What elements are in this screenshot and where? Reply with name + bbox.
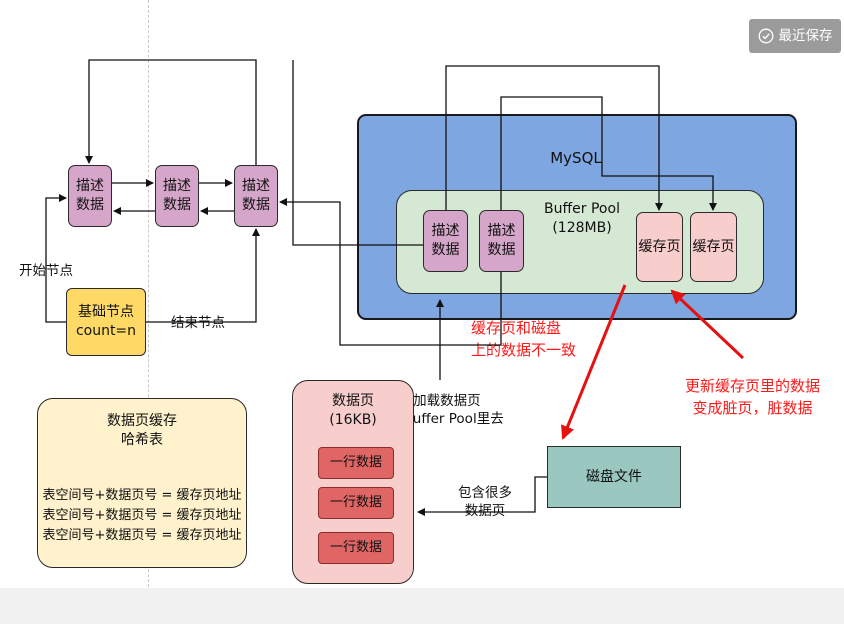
desc-node-2: 描述数据 xyxy=(155,165,199,227)
data-row-2: 一行数据 xyxy=(318,487,394,519)
hash-table-entries: 表空间号+数据页号 = 缓存页地址 表空间号+数据页号 = 缓存页地址 表空间号… xyxy=(37,486,247,546)
desc-text-line1: 描述 xyxy=(242,178,270,195)
desc-block-pool-2: 描述数据 xyxy=(479,210,524,272)
end-node-label: 结束节点 xyxy=(171,314,225,333)
hash-entry: 表空间号+数据页号 = 缓存页地址 xyxy=(42,488,242,503)
hash-title-line2: 哈希表 xyxy=(121,431,163,448)
disk-file-box: 磁盘文件 xyxy=(547,446,681,508)
desc-text-line1: 描述 xyxy=(76,178,104,195)
desc-text-line2: 数据 xyxy=(163,197,191,213)
hash-entry: 表空间号+数据页号 = 缓存页地址 xyxy=(42,508,242,524)
dashed-guide-line xyxy=(148,0,149,612)
inconsistent-line1: 缓存页和磁盘 xyxy=(471,319,562,337)
desc-text-line2: 数据 xyxy=(242,197,270,213)
base-node: 基础节点 count=n xyxy=(66,288,146,356)
end-node-connector xyxy=(146,228,260,323)
data-page-title: 数据页 (16KB) xyxy=(292,392,414,430)
cache-page-label: 缓存页 xyxy=(638,238,681,255)
data-row-label: 一行数据 xyxy=(329,495,382,511)
start-node-connector xyxy=(45,194,67,323)
data-row-3: 一行数据 xyxy=(318,532,394,564)
data-row-label: 一行数据 xyxy=(329,540,382,556)
dirty-line2: 变成脏页，脏数据 xyxy=(692,398,813,417)
cache-page-label: 缓存页 xyxy=(692,238,735,255)
desc-text-line1: 描述 xyxy=(431,223,460,240)
data-page-size: (16KB) xyxy=(329,411,377,428)
check-circle-icon xyxy=(758,28,773,44)
desc-text-line1: 描述 xyxy=(163,178,191,195)
buffer-pool-label: Buffer Pool (128MB) xyxy=(530,200,634,238)
desc-block-pool-1: 描述数据 xyxy=(423,210,468,272)
hash-entry: 表空间号+数据页号 = 缓存页地址 xyxy=(42,528,242,544)
hash-table-title: 数据页缓存 哈希表 xyxy=(37,412,247,450)
dirty-red-arrow xyxy=(670,289,745,360)
pool-desc1-connector xyxy=(292,60,423,246)
desc-text-line2: 数据 xyxy=(76,197,104,213)
disk-file-label: 磁盘文件 xyxy=(586,468,642,485)
base-node-title: 基础节点 xyxy=(77,304,134,321)
base-node-count: count=n xyxy=(75,323,137,339)
desc-node-1: 描述数据 xyxy=(68,165,112,227)
inconsistent-red-arrow xyxy=(561,284,627,440)
data-row-label: 一行数据 xyxy=(329,455,382,471)
mysql-label: MySQL xyxy=(550,149,602,167)
desc1-to-cache1-connector xyxy=(445,65,663,211)
desc2-to-cache2-connector xyxy=(500,96,717,211)
contains-line2: 数据页 xyxy=(464,503,506,520)
desc-text-line1: 描述 xyxy=(487,223,516,240)
pool-desc2-connector xyxy=(279,198,502,346)
load-page-line1: 加载数据页 xyxy=(413,393,481,409)
data-page-title-line1: 数据页 xyxy=(332,393,374,409)
load-page-line2: 到Buffer Pool里去 xyxy=(390,411,504,428)
cache-page-1: 缓存页 xyxy=(636,212,683,282)
dirty-line1: 更新缓存页里的数据 xyxy=(685,377,821,395)
hash-table-box xyxy=(37,398,247,568)
desc-node-3: 描述数据 xyxy=(234,165,278,227)
buffer-pool-size: (128MB) xyxy=(552,219,612,236)
contains-line1: 包含很多 xyxy=(458,485,512,501)
contains-pages-label: 包含很多 数据页 xyxy=(458,484,512,521)
dirty-page-annotation: 更新缓存页里的数据 变成脏页，脏数据 xyxy=(685,376,820,420)
cache-page-2: 缓存页 xyxy=(690,212,737,282)
recent-save-button[interactable]: 最近保存 xyxy=(749,19,841,53)
disk-to-page-connector xyxy=(417,476,547,516)
data-row-1: 一行数据 xyxy=(318,447,394,479)
top-loop-connector xyxy=(85,59,257,165)
buffer-pool-title: Buffer Pool xyxy=(544,201,620,217)
recent-save-label: 最近保存 xyxy=(778,27,833,44)
desc-text-line2: 数据 xyxy=(431,242,460,258)
bottom-scroll-band xyxy=(0,588,844,624)
desc-text-line2: 数据 xyxy=(487,242,516,258)
hash-title-line1: 数据页缓存 xyxy=(107,413,177,429)
